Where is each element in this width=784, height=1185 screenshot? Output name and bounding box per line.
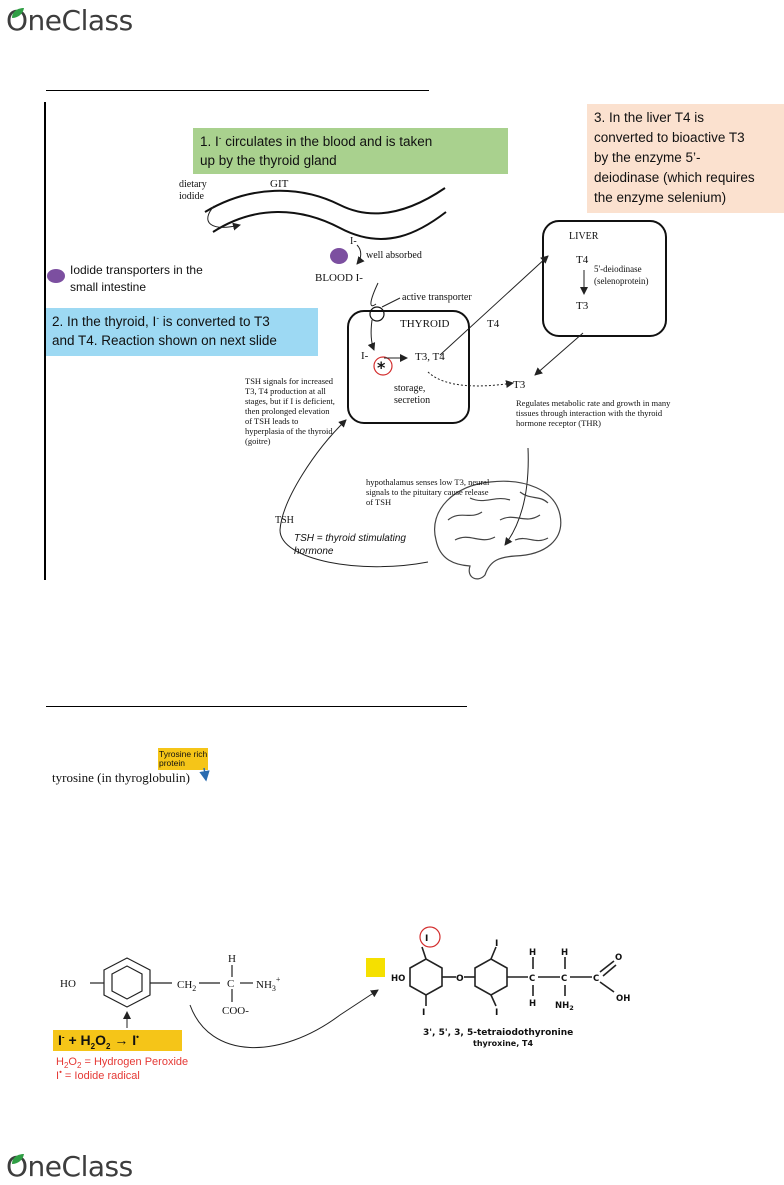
svg-text:HO: HO (391, 974, 405, 984)
legend-transporter (47, 269, 65, 283)
h-label: H (228, 953, 236, 965)
ch2-label: CH2 (177, 979, 196, 993)
label-i-minus-git: I- (350, 236, 357, 247)
svg-text:I: I (495, 1008, 498, 1018)
label-t4-out: T4 (487, 318, 500, 330)
gut-transporter (330, 248, 348, 264)
svg-text:C: C (561, 974, 567, 984)
ho-label: HO (60, 978, 76, 990)
svg-text:*: * (377, 358, 386, 377)
label-tsh-def1: TSH = thyroid stimulating (294, 533, 406, 544)
reaction-text: I- + H2O2 → I• (58, 1032, 139, 1051)
c-label: C (227, 978, 234, 990)
svg-text:thyroxine, T4: thyroxine, T4 (473, 1039, 533, 1048)
oneclass-logo-bottom: OneClass (6, 1150, 133, 1183)
tyrosine-rich-protein-label: Tyrosine rich protein (159, 749, 208, 768)
svg-text:C: C (593, 974, 599, 984)
git-line-2 (212, 211, 447, 240)
legend-iodide-radical: I• = Iodide radical (56, 1067, 140, 1082)
box3-text: 3. In the liver T4 is converted to bioac… (594, 110, 755, 205)
label-dietary: dietary (179, 179, 207, 190)
thyroid-diagram: * (46, 104, 784, 580)
svg-text:C: C (529, 974, 535, 984)
label-deiodinase: 5'-deiodinase (594, 264, 642, 274)
reaction-highlight (53, 1030, 182, 1051)
box2-text: 2. In the thyroid, I- is converted to T3… (52, 313, 277, 348)
iodine-highlight-circle (419, 926, 441, 948)
svg-text:O: O (456, 974, 464, 984)
svg-text:I: I (425, 934, 428, 944)
coo-label: COO- (222, 1005, 249, 1017)
logo-text: OneClass (6, 4, 133, 37)
active-transporter-circle (369, 306, 385, 322)
label-tsh-signals: TSH signals for increased T3, T4 product… (245, 376, 335, 446)
label-t3t4: T3, T4 (415, 351, 445, 363)
label-liver-t4: T4 (576, 254, 589, 266)
leaf-icon (12, 8, 24, 18)
label-iodide: iodide (179, 191, 204, 202)
svg-text:H: H (529, 999, 536, 1009)
svg-text:I: I (422, 1008, 425, 1018)
label-git: GIT (270, 178, 289, 190)
reaction-diagram: tyrosine (in thyroglobulin) HO H CH2 C N… (52, 748, 630, 1051)
label-regulates: Regulates metabolic rate and growth in m… (516, 398, 671, 428)
box3-bg (587, 104, 784, 213)
slide2-top-rule (46, 706, 467, 707)
label-liver: LIVER (569, 231, 599, 242)
label-thyroid: THYROID (400, 318, 450, 330)
logo-text: OneClass (6, 1150, 133, 1183)
t4-structure (409, 946, 617, 1007)
label-well-absorbed: well absorbed (366, 250, 422, 261)
label-tsh-def2: hormone (294, 546, 334, 557)
svg-text:3', 5', 3, 5-tetraiodothyronin: 3', 5', 3, 5-tetraiodothyronine (423, 1028, 573, 1038)
svg-text:O: O (615, 953, 622, 963)
thyroid-box (347, 310, 470, 424)
slide1-left-border (44, 102, 46, 580)
brain-illustration (434, 480, 562, 580)
label-storage: storage, (394, 383, 426, 394)
leaf-icon (12, 1154, 24, 1164)
slide1-top-rule (46, 90, 429, 91)
liver-box (542, 220, 667, 337)
reaction-site-circle (373, 356, 393, 376)
box1-bg (193, 128, 508, 174)
label-selenoprotein: (selenoprotein) (594, 276, 649, 286)
box1-text: 1. I- circulates in the blood and is tak… (200, 133, 433, 168)
legend-h2o2: H2O2 = Hydrogen Peroxide (56, 1056, 189, 1071)
label-hypothalamus: hypothalamus senses low T3, neural signa… (366, 477, 490, 507)
label-active-transporter: active transporter (402, 292, 472, 303)
nh3-label: NH3+ (256, 975, 281, 993)
svg-text:OH: OH (616, 994, 630, 1004)
tyrosine-label: tyrosine (in thyroglobulin) (52, 770, 190, 785)
tyrosine-rich-highlight (158, 748, 208, 770)
label-t3-out: T3 (513, 379, 526, 391)
label-secretion: secretion (394, 395, 431, 406)
label-i-minus-thyroid: I- (361, 350, 369, 362)
label-liver-t3: T3 (576, 300, 589, 312)
transporter-legend-text: Iodide transporters in the small intesti… (70, 263, 203, 294)
svg-text:H: H (561, 948, 568, 958)
label-tsh: TSH (275, 515, 294, 526)
svg-text:I: I (495, 939, 498, 949)
git-line-1 (204, 187, 446, 215)
box2-bg (46, 308, 318, 356)
svg-text:H: H (529, 948, 536, 958)
tyrosine-ring (90, 957, 253, 1008)
yellow-marker (366, 958, 385, 977)
label-blood: BLOOD I- (315, 272, 363, 284)
svg-text:NH2: NH2 (555, 1001, 574, 1012)
oneclass-logo: OneClass (6, 4, 133, 37)
